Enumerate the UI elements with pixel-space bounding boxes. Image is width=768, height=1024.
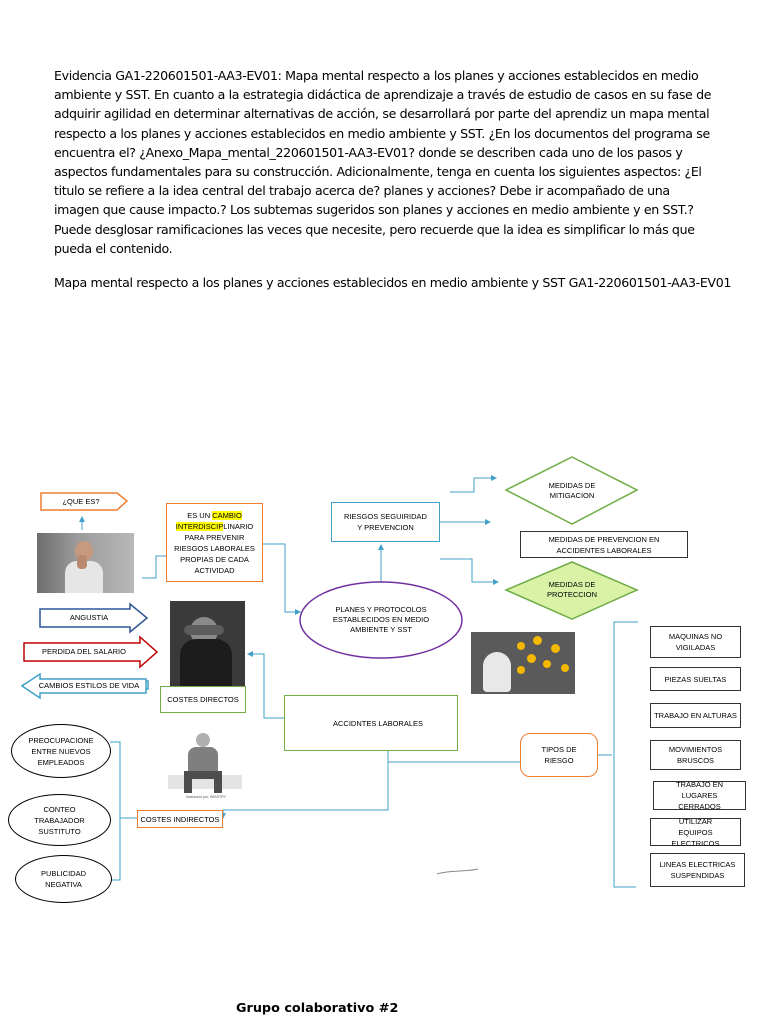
connector-riesgos-mitigacion bbox=[450, 478, 496, 492]
ideas-head-photo bbox=[471, 632, 575, 694]
connector-accidentes-tipos bbox=[388, 751, 520, 762]
sad-person-photo bbox=[170, 601, 245, 687]
connector-photo-definition bbox=[142, 556, 166, 578]
definition-highlight-2: INTERDISCIP bbox=[176, 522, 224, 531]
risk-type-movimientos: MOVIMIENTOS BRUSCOS bbox=[650, 740, 741, 770]
costes-directos-box: COSTES DIRECTOS bbox=[160, 686, 246, 713]
accidentes-laborales-box: ACCIDNTES LABORALES bbox=[284, 695, 458, 751]
definition-highlight-1: CAMBIO bbox=[212, 511, 242, 520]
risk-type-maquinas: MAQUINAS NO VIGILADAS bbox=[650, 626, 741, 658]
sitting-man-illustration: Ilustración por: WISSTRY bbox=[162, 725, 248, 803]
risk-type-lineas: LINEAS ELECTRICAS SUSPENDIDAS bbox=[650, 853, 745, 887]
central-label: PLANES Y PROTOCOLOS ESTABLECIDOS EN MEDI… bbox=[326, 600, 436, 640]
risk-type-piezas: PIEZAS SUELTAS bbox=[650, 667, 741, 691]
definition-pre: ES UN bbox=[187, 511, 212, 520]
medidas-mitigacion-label: MEDIDAS DE MITIGACION bbox=[536, 481, 608, 501]
perdida-salario-label: PERDIDA DEL SALARIO bbox=[24, 643, 144, 661]
riesgos-seguridad-box: RIESGOS SEGUIRIDAD Y PREVENCION bbox=[331, 502, 440, 542]
stray-stroke bbox=[437, 869, 478, 874]
connector-riesgos-proteccion bbox=[440, 559, 498, 582]
angustia-label: ANGUSTIA bbox=[40, 609, 138, 627]
medidas-prevencion-box: MEDIDAS DE PREVENCION EN ACCIDENTES LABO… bbox=[520, 531, 688, 558]
footer-group: Grupo colaborativo #2 bbox=[236, 1001, 398, 1016]
preocupaciones-ellipse: PREOCUPACIONE ENTRE NUEVOS EMPLEADOS bbox=[11, 724, 111, 778]
thinking-person-photo bbox=[37, 533, 134, 593]
publicidad-ellipse: PUBLICIDAD NEGATIVA bbox=[15, 855, 112, 903]
cambios-estilos-label: CAMBIOS ESTILOS DE VIDA bbox=[30, 678, 148, 694]
risk-types-brace bbox=[614, 622, 638, 887]
connector-accidentes-costes-directos bbox=[248, 654, 284, 718]
risk-type-lugares-cerrados: TRABAJO EN LUGARES CERRADOS bbox=[653, 781, 746, 810]
costes-indirectos-box: COSTES INDIRECTOS bbox=[137, 810, 223, 828]
connector-definition-central bbox=[263, 544, 300, 612]
illustration-caption: Ilustración por: WISSTRY bbox=[174, 795, 238, 799]
risk-type-alturas: TRABAJO EN ALTURAS bbox=[650, 703, 741, 728]
medidas-proteccion-label: MEDIDAS DE PROTECCION bbox=[544, 579, 600, 601]
conteo-ellipse: CONTEO TRABAJADOR SUSTITUTO bbox=[8, 794, 111, 846]
risk-type-equipos: UTILIZAR EQUIPOS ELECTRICOS bbox=[650, 818, 741, 846]
que-es-label: ¿QUE ES? bbox=[41, 493, 121, 510]
tipos-riesgo-box: TIPOS DE RIESGO bbox=[520, 733, 598, 777]
indirectos-brace bbox=[110, 742, 120, 880]
